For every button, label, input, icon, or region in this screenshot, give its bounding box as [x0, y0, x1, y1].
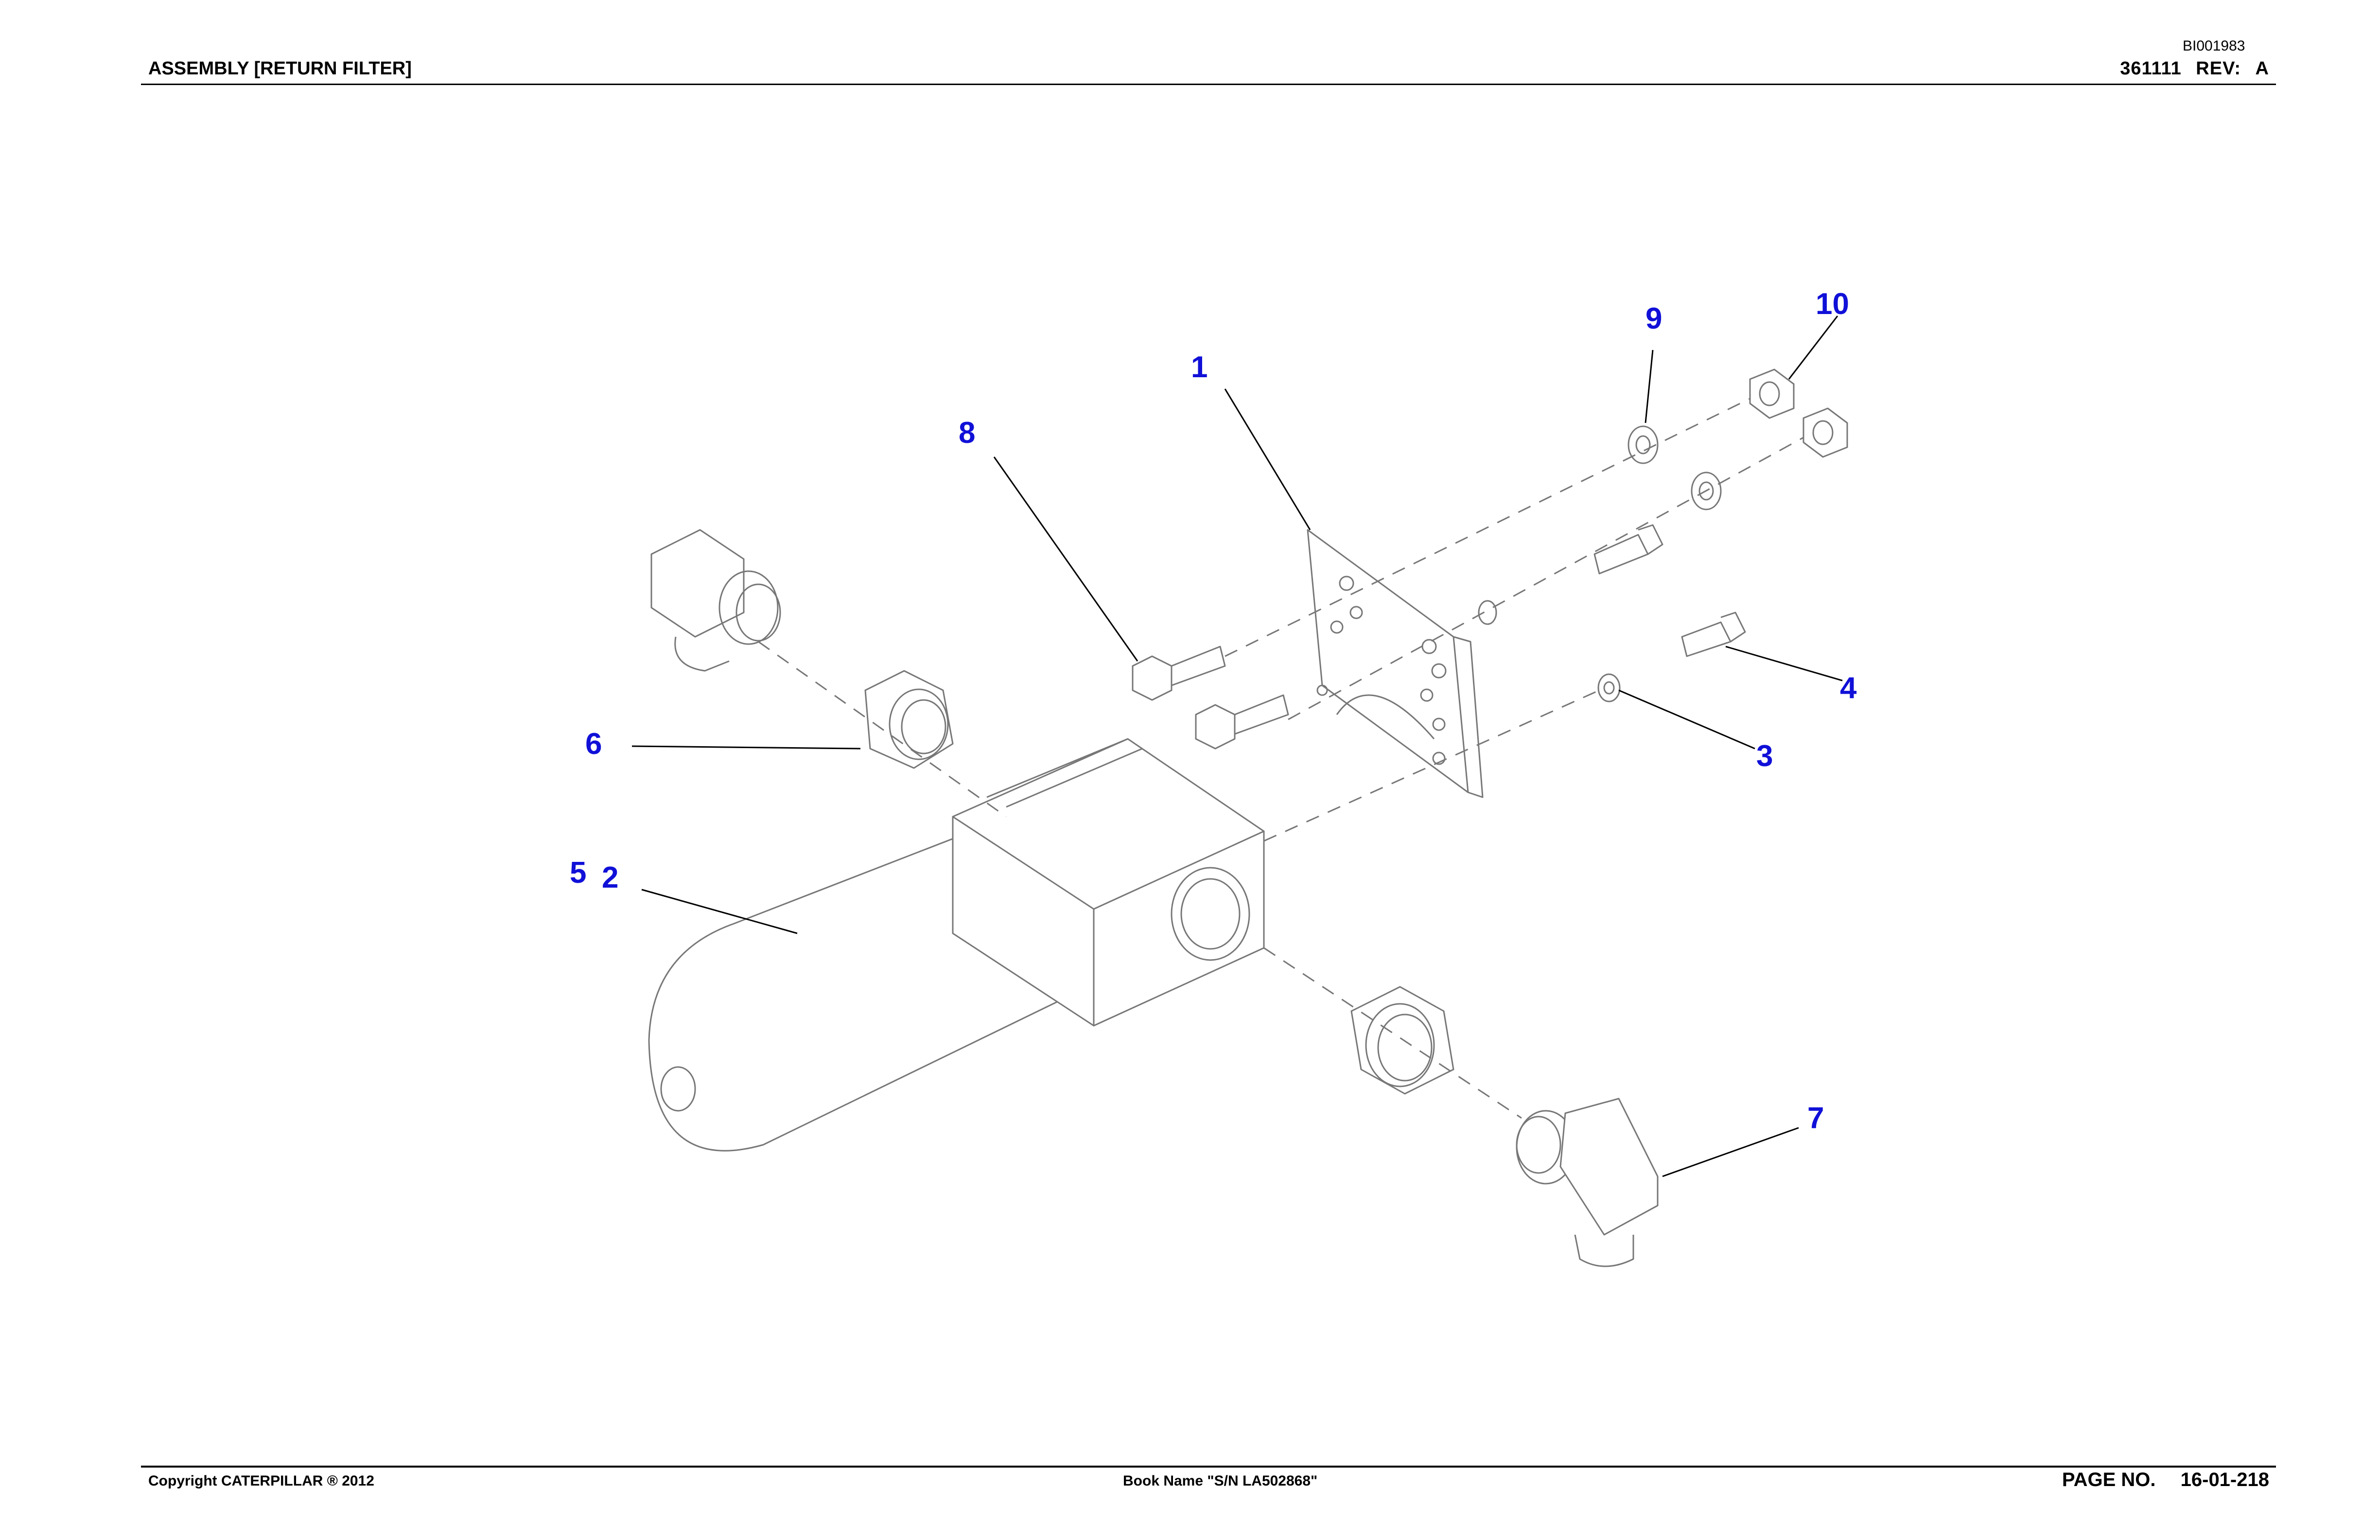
- nuts: [1749, 368, 1848, 458]
- washers: [1478, 425, 1722, 702]
- header-rule: [141, 84, 2276, 85]
- callout-10: 10: [1816, 287, 1849, 321]
- elbow-fitting-upper: [650, 529, 781, 672]
- filter-housing: [648, 738, 1265, 1152]
- mounting-plate: [1307, 529, 1484, 798]
- page-value: 16-01-218: [2180, 1469, 2269, 1490]
- adapter-fitting-6: [864, 670, 954, 769]
- page-number-block: PAGE NO. 16-01-218: [2043, 1469, 2269, 1491]
- book-name: Book Name "S/N LA502868": [1123, 1473, 1318, 1489]
- callout-6: 6: [585, 727, 602, 761]
- callout-7: 7: [1807, 1102, 1824, 1135]
- callout-2: 2: [602, 861, 619, 894]
- callout-4: 4: [1840, 671, 1857, 705]
- elbow-fitting-7: [1516, 1098, 1659, 1267]
- bolts: [1132, 524, 1746, 750]
- drawing-code: BI001983: [2183, 38, 2245, 54]
- callout-8: 8: [959, 416, 976, 450]
- centerlines: [758, 398, 1804, 1119]
- callout-1: 1: [1191, 350, 1208, 384]
- callout-3: 3: [1756, 739, 1773, 773]
- page-title: ASSEMBLY [RETURN FILTER]: [148, 58, 412, 79]
- part-number: 361111: [2120, 58, 2182, 79]
- page-label: PAGE NO.: [2062, 1469, 2156, 1490]
- rev-label: REV:: [2196, 58, 2241, 79]
- copyright-text: Copyright CATERPILLAR ® 2012: [148, 1473, 374, 1489]
- rev-value: A: [2255, 58, 2269, 79]
- footer-rule: [141, 1466, 2276, 1468]
- callout-9: 9: [1645, 302, 1662, 335]
- leader-lines: [631, 315, 1843, 1177]
- callout-5: 5: [570, 856, 587, 890]
- part-rev-block: 361111 REV: A: [2111, 58, 2269, 79]
